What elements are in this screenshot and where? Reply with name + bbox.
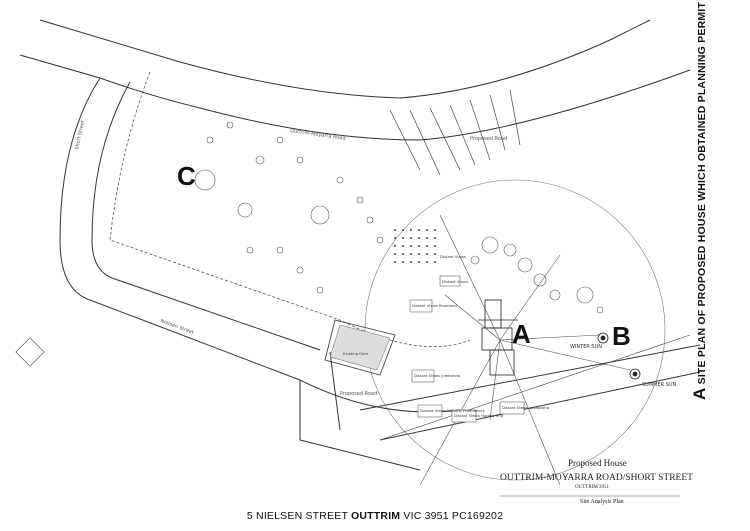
address-part3: VIC 3951 PC169202	[400, 510, 504, 522]
view-label-4: Distant Views Jumbunna	[414, 373, 460, 378]
title-road: OUTTRIM-MOYARRA ROAD/SHORT STREET	[500, 473, 693, 483]
road-label-proposed-top: Proposed Road	[470, 136, 507, 142]
site-boundary	[109, 71, 471, 348]
label-c: C	[177, 161, 196, 191]
title-sub: OUTTRIM 3951	[575, 485, 610, 490]
boundary-line	[379, 334, 691, 441]
trees	[194, 121, 604, 314]
winter-sun-label: WINTER SUN	[570, 344, 602, 350]
title-proposed: Proposed House	[568, 458, 627, 468]
sun-markers	[597, 332, 641, 380]
sight-lines	[419, 214, 631, 486]
side-note-text: SITE PLAN OF PROPOSED HOUSE WHICH OBTAIN…	[696, 0, 708, 385]
view-label-5: Distant Views Wilsons Promontory	[420, 408, 486, 413]
view-label-3: Distant Views	[440, 254, 466, 259]
title-sub2: Site Analysis Plan	[580, 499, 624, 505]
road-label-short-street: Short Street	[74, 120, 86, 151]
view-label-7: Distant Views Hoddle Rng	[454, 413, 504, 418]
view-notes	[409, 275, 525, 423]
view-label-2: Distant Views Bushland	[412, 303, 457, 308]
address-part1: 5 NIELSEN STREET	[246, 510, 352, 522]
view-label-8: Existing Dam	[343, 351, 368, 356]
address-part2: OUTTRIM	[351, 510, 401, 522]
address-line: 5 NIELSEN STREET OUTTRIM VIC 3951 PC1692…	[0, 510, 750, 522]
orchard-grid	[394, 229, 436, 263]
wind-arrows	[389, 89, 521, 176]
view-label-1: Distant Views	[442, 279, 468, 284]
dam	[324, 319, 396, 376]
view-label-6: Distant Views Leongatha	[502, 405, 549, 410]
road-outlines	[19, 19, 701, 471]
view-circle	[364, 179, 666, 481]
road-label-top: Outtrim-Moyarra Road	[290, 128, 346, 142]
structure-marker	[15, 337, 45, 367]
proposed-house	[478, 299, 518, 376]
label-a: A	[512, 319, 531, 349]
summer-sun-label: SUMMER SUN	[642, 382, 677, 388]
road-label-proposed-bottom: Proposed Road	[340, 391, 377, 397]
side-note-letter: A	[690, 387, 709, 400]
label-b: B	[612, 321, 631, 351]
